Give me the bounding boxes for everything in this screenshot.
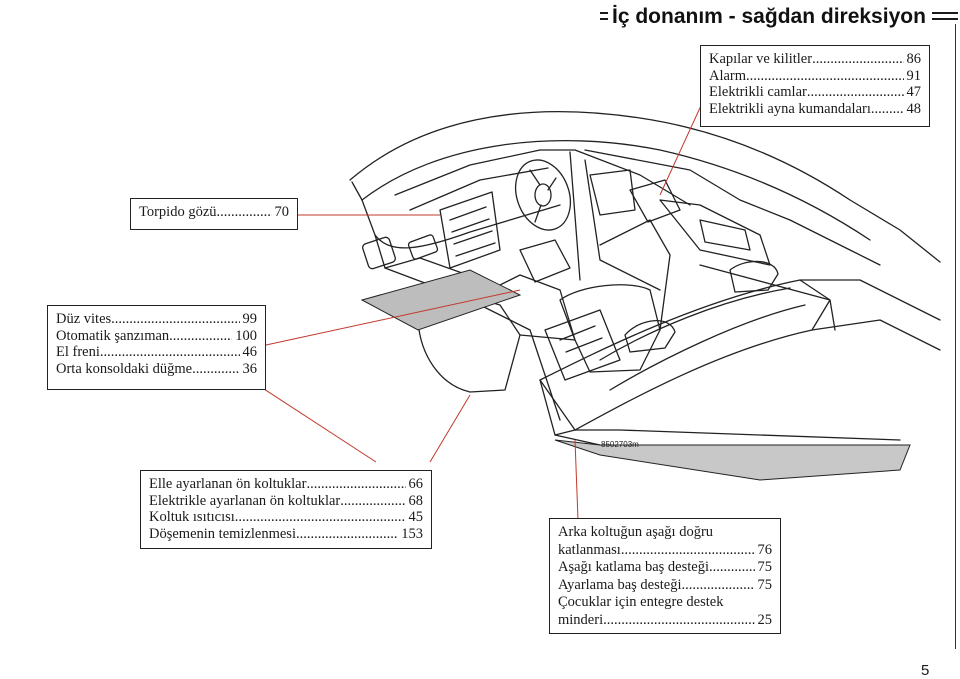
leader-line-transmission xyxy=(265,289,521,346)
leader-line-center-button xyxy=(243,375,377,463)
list-item: Aşağı katlama baş desteği...............… xyxy=(558,559,772,575)
list-item: Kapılar ve kilitler.....................… xyxy=(709,51,921,67)
list-item: Döşemenin temizlenmesi..................… xyxy=(149,525,423,542)
header-rule-right-bottom xyxy=(932,18,958,20)
list-item: Torpido gözü............................… xyxy=(139,204,289,220)
rear-seat xyxy=(539,279,831,431)
figure-code: 8502703m xyxy=(601,440,639,449)
body-outline xyxy=(349,111,941,263)
list-item: Ayarlama baş desteği....................… xyxy=(558,576,772,593)
list-item: Elektrikle ayarlanan ön koltuklar.......… xyxy=(149,492,423,509)
page-header: İç donanım - sağdan direksiyon xyxy=(600,4,960,32)
list-item: Orta konsoldaki düğme...................… xyxy=(56,360,257,377)
box-front-seats: Elle ayarlanan ön koltuklar.............… xyxy=(140,470,432,549)
floor-shade-rear xyxy=(554,439,911,481)
list-item: minderi.................................… xyxy=(558,611,772,628)
header-rule-left-bottom xyxy=(600,18,608,20)
list-item: Elektrikli camlar.......................… xyxy=(709,84,921,100)
list-item: Elle ayarlanan ön koltuklar.............… xyxy=(149,476,423,492)
list-item: Çocuklar için entegre destek xyxy=(558,594,724,610)
header-rule-left-top xyxy=(600,12,608,14)
header-rule-right-top xyxy=(932,12,958,14)
list-item: Elektrikli ayna kumandaları.............… xyxy=(709,100,921,117)
leader-line-front-seats xyxy=(429,394,471,463)
leader-line-rear-seat xyxy=(574,439,579,521)
floor-mat-shade xyxy=(360,269,522,331)
list-item: katlanması..............................… xyxy=(558,541,772,558)
box-doors: Kapılar ve kilitler.....................… xyxy=(700,45,930,127)
page-title: İç donanım - sağdan direksiyon xyxy=(612,5,926,28)
list-item-heading: Arka koltuğun aşağı doğru xyxy=(558,524,714,540)
page-margin-line xyxy=(955,24,956,649)
box-rear-seat: Arka koltuğun aşağı doğru katlanması....… xyxy=(549,518,781,634)
box-glovebox: Torpido gözü............................… xyxy=(130,198,298,230)
list-item: Düz vites...............................… xyxy=(56,311,257,327)
front-seat-right xyxy=(559,284,661,373)
list-item: Alarm...................................… xyxy=(709,67,921,84)
page-number: 5 xyxy=(921,662,930,679)
box-transmission: Düz vites...............................… xyxy=(47,305,266,390)
list-item: Otomatik şanzıman.......................… xyxy=(56,327,257,344)
list-item: El freni................................… xyxy=(56,344,257,360)
list-item: Koltuk ısıtıcısı........................… xyxy=(149,509,423,525)
